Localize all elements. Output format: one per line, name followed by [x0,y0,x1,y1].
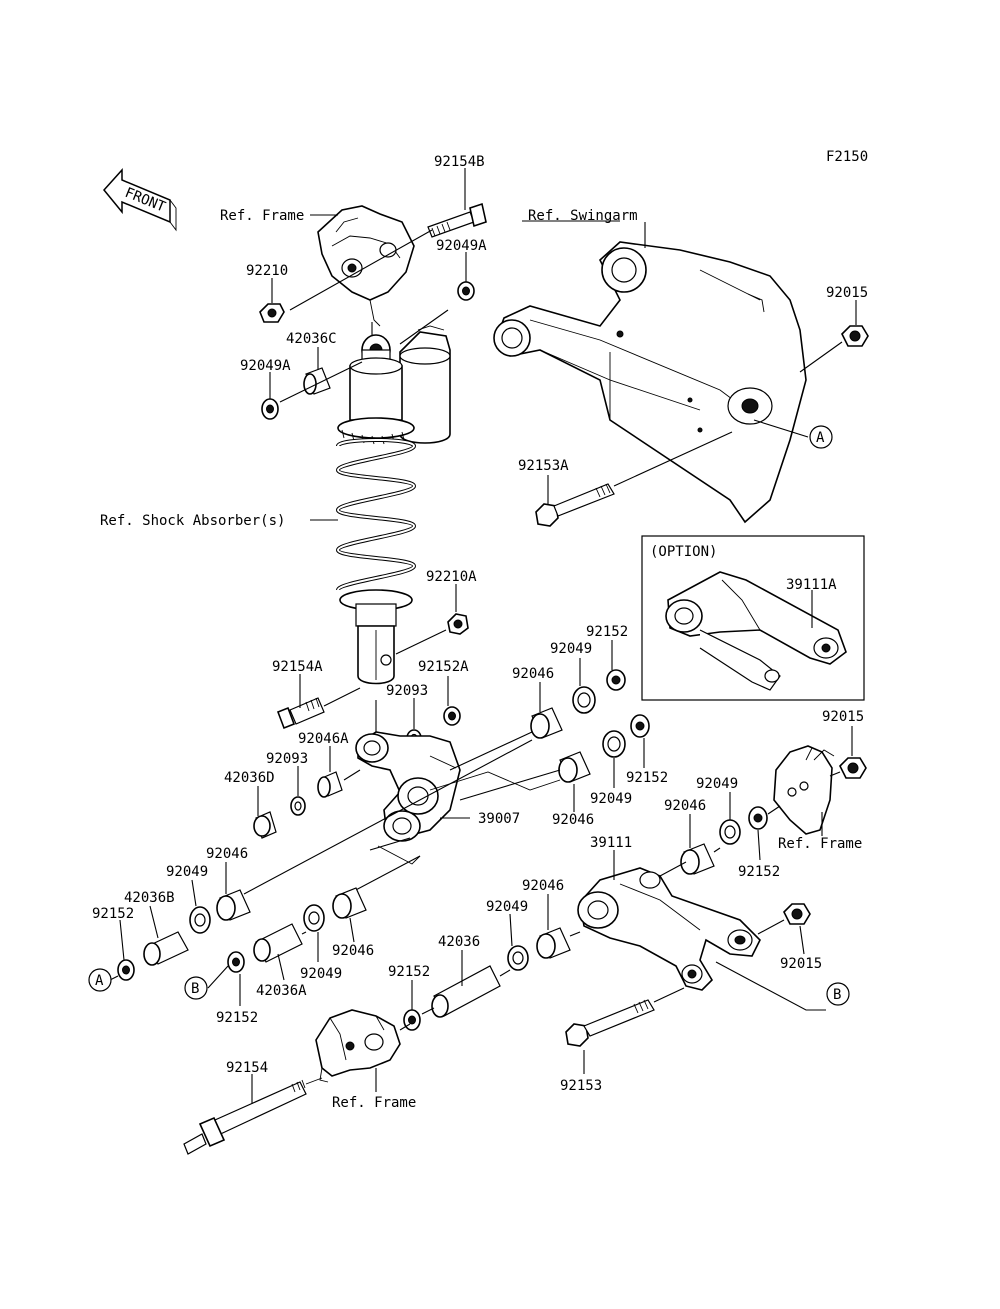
collar-42036C [303,367,331,395]
label-92049-right: 92049 [696,776,738,792]
link-39111A [665,571,847,691]
label-92152-bottom: 92152 [216,1010,258,1026]
label-92210: 92210 [246,263,288,279]
label-92046-low: 92046 [522,878,564,894]
bearing-92046-mid [558,751,591,783]
label-92049-mid: 92049 [590,791,632,807]
shock-absorber [335,325,451,685]
collar-42036B [143,931,189,966]
bearing-92046-right [680,843,715,875]
label-92093-top: 92093 [386,683,428,699]
label-92015-low: 92015 [780,956,822,972]
label-92152-mid: 92152 [626,770,668,786]
label-92049-low: 92049 [300,966,342,982]
label-42036D: 42036D [224,770,275,786]
swingarm [493,241,807,524]
label-92152-top: 92152 [586,624,628,640]
callout-a-left [88,968,112,992]
label-92046-right: 92046 [664,798,706,814]
label-92015-top: 92015 [826,285,868,301]
label-ref-frame-top: Ref. Frame [220,208,304,224]
rocker-arm-39007 [355,731,461,842]
link-39111 [577,867,761,991]
label-92049A-top: 92049A [436,238,487,254]
label-92049-left: 92049 [166,864,208,880]
label-92046-mid: 92046 [552,812,594,828]
option-label: (OPTION) [650,544,717,560]
label-92049-center: 92049 [486,899,528,915]
callout-a-swingarm-label: A [816,430,825,446]
label-ref-frame-right: Ref. Frame [778,836,862,852]
label-ref-frame-bottom: Ref. Frame [332,1095,416,1111]
bolt-92154 [183,1077,323,1155]
callout-a-left-label: A [95,973,104,989]
label-92154: 92154 [226,1060,268,1076]
bearing-92046A [317,771,343,798]
bottom-frame-bracket [315,1009,401,1083]
label-92049-top: 92049 [550,641,592,657]
callout-b-left-label: B [191,981,199,997]
option-box [641,535,865,701]
label-42036C: 42036C [286,331,337,347]
label-92152-left: 92152 [92,906,134,922]
bolt-92153 [565,999,655,1047]
collar-42036D [253,811,277,839]
right-frame-bracket [773,745,835,835]
label-92210A: 92210A [426,569,477,585]
label-92153A: 92153A [518,458,569,474]
label-92049A-left: 92049A [240,358,291,374]
label-42036A: 42036A [256,983,307,999]
front-arrow-icon: FRONT [103,168,177,232]
collar-42036 [431,965,501,1018]
label-42036B: 42036B [124,890,175,906]
label-92015-right: 92015 [822,709,864,725]
bearing-92046-left [216,889,251,921]
callout-b-left [184,976,208,1000]
label-92153: 92153 [560,1078,602,1094]
label-92046-center: 92046 [332,943,374,959]
bolt-92154B [427,202,487,238]
label-39111A: 39111A [786,577,837,593]
callout-b-right-label: B [833,987,841,1003]
callout-b-right [826,982,850,1006]
label-92152A: 92152A [418,659,469,675]
label-ref-swingarm: Ref. Swingarm [528,208,638,224]
callout-a-swingarm [809,425,833,449]
bolt-92154A [276,697,325,730]
label-92046-top: 92046 [512,666,554,682]
label-92046-left: 92046 [206,846,248,862]
figure-code: F2150 [826,149,868,165]
label-92046A: 92046A [298,731,349,747]
bearing-92046-low [536,927,571,959]
label-42036: 42036 [438,934,480,950]
label-92154A: 92154A [272,659,323,675]
label-92093-left: 92093 [266,751,308,767]
label-39007: 39007 [478,811,520,827]
bearing-92046-top [530,707,563,739]
label-ref-shock-absorber: Ref. Shock Absorber(s) [100,513,285,529]
part-labels: 92154B Ref. Frame Ref. Swingarm 92049A 9… [92,154,868,1111]
collar-42036A [253,923,303,963]
label-92152-center: 92152 [388,964,430,980]
label-92154B: 92154B [434,154,485,170]
bolt-92153A [535,483,615,527]
bearing-92046-center [332,887,367,919]
top-frame-bracket [317,205,415,327]
label-92152-right: 92152 [738,864,780,880]
label-39111: 39111 [590,835,632,851]
